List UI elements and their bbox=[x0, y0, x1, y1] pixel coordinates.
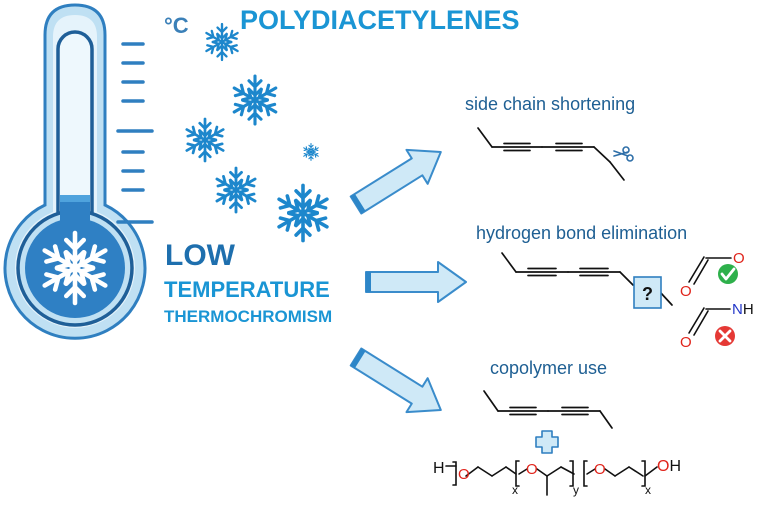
strategy-label-copolymer: copolymer use bbox=[490, 358, 607, 378]
concept-line-thermochromism: THERMOCHROMISM bbox=[164, 307, 332, 326]
snowflake-icon bbox=[276, 185, 331, 240]
strategy-label-side-chain: side chain shortening bbox=[465, 94, 635, 114]
concept-line-temperature: TEMPERATURE bbox=[164, 277, 330, 302]
unknown-group-box bbox=[633, 276, 662, 309]
thermometer-icon bbox=[3, 3, 147, 340]
molecule-short-chain bbox=[477, 127, 625, 181]
formula-h-end: H bbox=[433, 460, 445, 477]
carbonyl-fragment-nh bbox=[688, 307, 731, 336]
arrow-icon bbox=[349, 347, 442, 414]
snowflake-icon bbox=[303, 144, 320, 161]
formula-oh-end: OH bbox=[657, 458, 681, 475]
arrow-icon bbox=[365, 261, 467, 303]
carbonyl-oxygen-1: O bbox=[680, 283, 692, 300]
snowflake-icon bbox=[231, 76, 279, 124]
cross-icon bbox=[715, 326, 735, 346]
formula-sub-x-1: x bbox=[512, 483, 518, 497]
copolymer-formula bbox=[445, 460, 658, 496]
formula-sub-y: y bbox=[573, 483, 579, 497]
unit-label: °C bbox=[164, 13, 189, 38]
snowflake-icon bbox=[184, 119, 226, 161]
formula-sub-x-2: x bbox=[645, 483, 651, 497]
diagram-title: POLYDIACETYLENES bbox=[240, 5, 520, 35]
formula-oxygen-1: O bbox=[458, 466, 470, 483]
carbonyl-oxygen-2: O bbox=[680, 334, 692, 351]
formula-oxygen-2: O bbox=[526, 461, 538, 478]
strategy-label-hbond: hydrogen bond elimination bbox=[476, 223, 687, 243]
molecule-hbond bbox=[501, 252, 673, 306]
carbonyl-fragment-o bbox=[688, 256, 732, 285]
unknown-group-label: ? bbox=[642, 284, 653, 304]
thermometer-scale bbox=[116, 42, 154, 224]
concept-line-low: LOW bbox=[165, 239, 236, 272]
amide-nh: NH bbox=[732, 301, 754, 318]
plus-icon bbox=[535, 430, 559, 454]
arrow-icon bbox=[349, 148, 442, 215]
scissors-icon bbox=[613, 146, 634, 162]
formula-oxygen-3: O bbox=[594, 461, 606, 478]
check-icon bbox=[718, 264, 738, 284]
snowflake-icon bbox=[204, 24, 240, 60]
ether-oxygen-allowed: O bbox=[733, 250, 745, 267]
molecule-copolymer-diyne bbox=[483, 390, 613, 429]
snowflake-icon bbox=[214, 168, 258, 212]
